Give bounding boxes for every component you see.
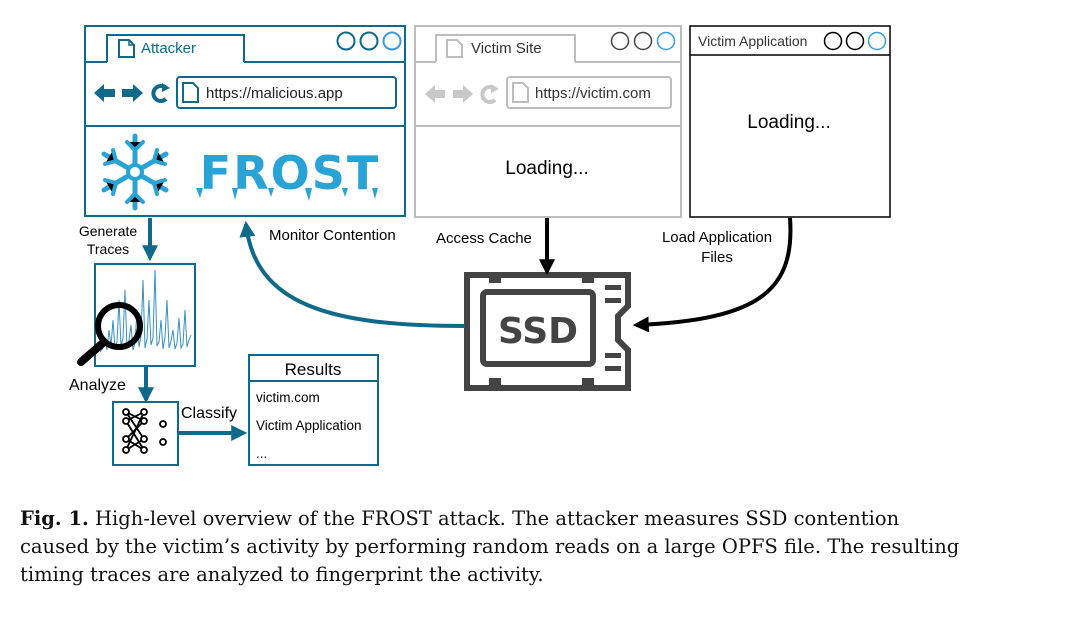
results-item: victim.com bbox=[256, 390, 320, 405]
ssd-icon: SSD bbox=[464, 272, 631, 391]
victim-application-window: Victim Application Loading... bbox=[689, 25, 891, 218]
window-control-circle[interactable] bbox=[610, 31, 630, 51]
victim-application-loading-text: Loading... bbox=[747, 112, 830, 133]
snowflake-icon bbox=[101, 133, 169, 211]
timing-trace-panel bbox=[77, 263, 196, 367]
generate-traces-label-line2: Traces bbox=[87, 241, 129, 257]
generate-traces-label-line1: Generate bbox=[79, 223, 138, 239]
frost-logo: FROST bbox=[200, 146, 380, 200]
window-control-circle[interactable] bbox=[823, 31, 843, 51]
frost-overview-diagram: Attacker https://malicious.app bbox=[69, 25, 891, 466]
window-control-circle[interactable] bbox=[382, 31, 402, 51]
results-item: Victim Application bbox=[256, 418, 362, 433]
back-arrow-icon[interactable] bbox=[94, 84, 115, 102]
frost-icicles bbox=[196, 188, 378, 201]
window-control-circle[interactable] bbox=[336, 31, 356, 51]
monitor-contention-label: Monitor Contention bbox=[269, 227, 396, 244]
victim-site-browser-window: Victim Site https://victim.com Loading..… bbox=[414, 25, 682, 218]
attacker-url-bar[interactable] bbox=[176, 76, 397, 109]
window-control-circle[interactable] bbox=[845, 31, 865, 51]
results-title: Results bbox=[285, 360, 342, 379]
back-arrow-icon[interactable] bbox=[425, 85, 445, 103]
window-control-circle[interactable] bbox=[867, 31, 887, 51]
monitor-contention-arrow bbox=[239, 220, 466, 328]
forward-arrow-icon[interactable] bbox=[453, 85, 473, 103]
page-icon bbox=[446, 39, 463, 58]
caption-text: High-level overview of the FROST attack.… bbox=[20, 507, 960, 586]
figure-caption: Fig. 1. High-level overview of the FROST… bbox=[20, 505, 960, 589]
results-item: ... bbox=[256, 446, 267, 461]
attacker-url-text: https://malicious.app bbox=[206, 85, 343, 102]
access-cache-label: Access Cache bbox=[436, 230, 532, 247]
forward-arrow-icon[interactable] bbox=[122, 84, 143, 102]
neural-network-icon bbox=[112, 401, 179, 466]
victim-url-text: https://victim.com bbox=[535, 85, 651, 102]
window-control-circle[interactable] bbox=[656, 31, 676, 51]
page-icon bbox=[182, 82, 199, 103]
classify-label: Classify bbox=[181, 405, 237, 422]
results-panel: Results victim.com Victim Application ..… bbox=[248, 354, 379, 466]
window-control-circle[interactable] bbox=[633, 31, 653, 51]
magnifier-icon bbox=[77, 302, 143, 366]
load-application-label-line1: Load Application bbox=[662, 229, 772, 246]
victim-site-tab-label[interactable]: Victim Site bbox=[471, 40, 542, 57]
attacker-tab-label[interactable]: Attacker bbox=[141, 40, 196, 57]
window-control-circle[interactable] bbox=[359, 31, 379, 51]
victim-url-bar[interactable] bbox=[506, 76, 672, 109]
load-application-files-arrow bbox=[632, 217, 793, 333]
attacker-browser-window: Attacker https://malicious.app bbox=[84, 25, 406, 217]
page-icon bbox=[118, 39, 135, 58]
load-application-label-line2: Files bbox=[701, 249, 733, 266]
reload-icon[interactable] bbox=[480, 84, 499, 104]
reload-icon[interactable] bbox=[151, 83, 170, 103]
victim-site-loading-text: Loading... bbox=[505, 158, 588, 179]
caption-label: Fig. 1. bbox=[20, 507, 89, 530]
ssd-label: SSD bbox=[498, 311, 578, 352]
page-icon bbox=[512, 82, 529, 103]
victim-application-title: Victim Application bbox=[698, 33, 807, 49]
analyze-label: Analyze bbox=[69, 377, 126, 394]
